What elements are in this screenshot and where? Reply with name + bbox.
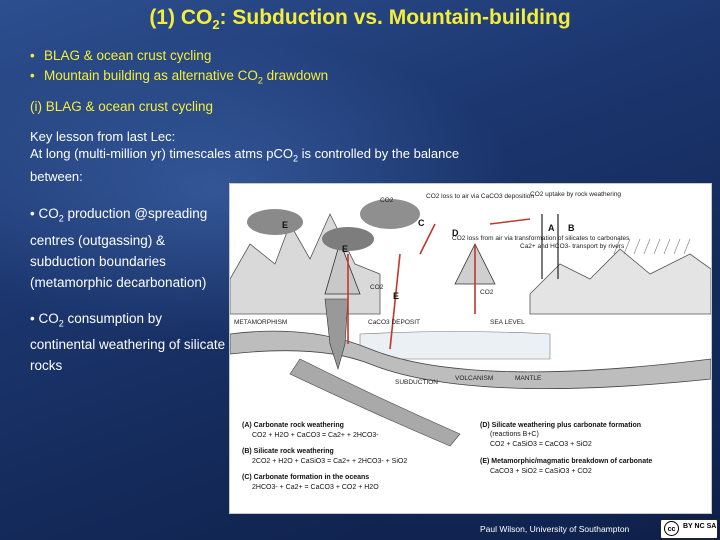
volcano-left bbox=[324, 240, 361, 295]
carbon-cycle-diagram: CO2 CO2 loss to air via CaCO3 deposition… bbox=[230, 191, 711, 491]
caco3-deposit-label: CaCO3 DEPOSIT bbox=[368, 319, 420, 326]
river-transport-label: Ca2+ and HCO3- transport by rivers bbox=[520, 243, 625, 250]
legend-d-title: (D) Silicate weathering plus carbonate f… bbox=[480, 422, 641, 429]
co2-right-label: CO2 bbox=[480, 289, 494, 296]
smoke-cloud bbox=[360, 199, 420, 229]
a-marker: A bbox=[548, 223, 555, 233]
bullet-item: •Mountain building as alternative CO2 dr… bbox=[30, 68, 329, 86]
attribution: Paul Wilson, University of Southampton bbox=[480, 524, 630, 534]
reaction-legend: (A) Carbonate rock weathering CO2 + H2O … bbox=[242, 422, 652, 491]
legend-b-title: (B) Silicate rock weathering bbox=[242, 448, 334, 455]
key-lesson-text: Key lesson from last Lec: At long (multi… bbox=[30, 129, 460, 184]
legend-d-eq: CO2 + CaSiO3 = CaCO3 + SiO2 bbox=[490, 441, 592, 448]
legend-c-title: (C) Carbonate formation in the oceans bbox=[242, 474, 369, 481]
cc-license-text: BY NC SA bbox=[683, 523, 717, 530]
rain-lines bbox=[613, 238, 691, 255]
co2-flux-arrows bbox=[347, 218, 531, 350]
subduction-label: SUBDUCTION bbox=[395, 379, 438, 386]
smoke-cloud bbox=[322, 227, 374, 251]
balance-points: • CO2 production @spreading centres (out… bbox=[30, 203, 230, 376]
co2-top-label: CO2 bbox=[380, 197, 394, 204]
legend-a-title: (A) Carbonate rock weathering bbox=[242, 422, 344, 429]
subducting-plate bbox=[289, 358, 461, 447]
cc-icon: cc bbox=[664, 521, 679, 536]
bullet-item: •BLAG & ocean crust cycling bbox=[30, 48, 212, 63]
smoke-cloud bbox=[247, 209, 303, 235]
co2-consumption-point: • CO2 consumption by continental weather… bbox=[30, 310, 226, 374]
legend-e-title: (E) Metamorphic/magmatic breakdown of ca… bbox=[480, 458, 652, 465]
e-marker: E bbox=[342, 244, 348, 254]
bullet-list: •BLAG & ocean crust cycling •Mountain bu… bbox=[30, 46, 328, 86]
carbon-cycle-figure: CO2 CO2 loss to air via CaCO3 deposition… bbox=[229, 183, 712, 514]
co2-mid-label: CO2 bbox=[370, 284, 384, 291]
d-marker: D bbox=[452, 228, 459, 238]
magma-column bbox=[324, 298, 349, 371]
mantle-label: MANTLE bbox=[515, 375, 542, 382]
legend-b-eq: 2CO2 + H2O + CaSiO3 = Ca2+ + 2HCO3- + Si… bbox=[252, 458, 407, 465]
e-marker: E bbox=[393, 291, 399, 301]
legend-c-eq: 2HCO3- + Ca2+ = CaCO3 + CO2 + H2O bbox=[252, 484, 379, 491]
c-marker: C bbox=[418, 218, 425, 228]
ocean bbox=[359, 331, 551, 360]
volcanism-label: VOLCANISM bbox=[455, 375, 493, 382]
co2-production-point: • CO2 production @spreading centres (out… bbox=[30, 206, 208, 290]
rock-weathering-label: CO2 uptake by rock weathering bbox=[530, 191, 621, 198]
crust-slab bbox=[230, 330, 711, 389]
mountain-range-right bbox=[529, 248, 711, 315]
caco3-deposition-label: CO2 loss to air via CaCO3 deposition bbox=[426, 193, 534, 200]
weathering-arrows bbox=[541, 214, 559, 279]
e-marker: E bbox=[282, 220, 288, 230]
legend-a-eq: CO2 + H2O + CaCO3 = Ca2+ + 2HCO3- bbox=[252, 432, 379, 439]
b-marker: B bbox=[568, 223, 575, 233]
legend-e-eq: CaCO3 + SiO2 = CaSiO3 + CO2 bbox=[490, 468, 592, 475]
slide-title: (1) CO2: Subduction vs. Mountain-buildin… bbox=[149, 6, 571, 33]
silicate-transformation-label: CO2 loss from air via transformation of … bbox=[452, 235, 630, 242]
legend-d-title2: (reactions B+C) bbox=[490, 431, 539, 438]
section-heading: (i) BLAG & ocean crust cycling bbox=[30, 99, 214, 114]
metamorphism-label: METAMORPHISM bbox=[234, 319, 287, 326]
sea-level-label: SEA LEVEL bbox=[490, 319, 525, 326]
creative-commons-badge[interactable]: cc BY NC SA bbox=[660, 519, 718, 539]
